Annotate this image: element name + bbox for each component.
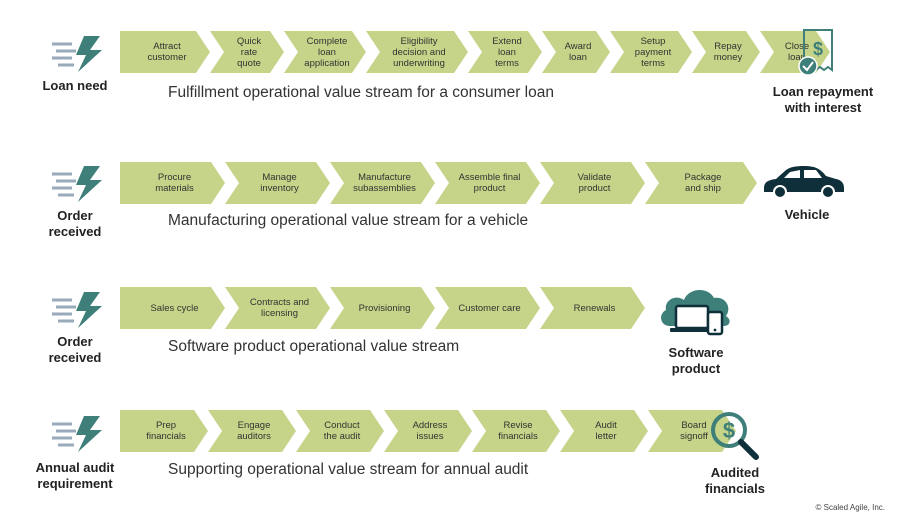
outcome-label: Audited financials [705,465,765,496]
process-step: Assemble final product [435,162,540,204]
process-step: Setup payment terms [610,31,692,73]
lightning-trigger-icon [52,166,102,202]
trigger-label: Loan need [42,78,108,93]
process-step-label: Sales cycle [150,302,199,314]
process-step: Manage inventory [225,162,330,204]
process-steps: Attract customer Quick rate quote Complete… [120,31,830,73]
process-step-label: Complete loan application [304,35,350,69]
process-step-label: Award loan [564,41,592,63]
process-step: Quick rate quote [210,31,284,73]
process-step: Address issues [384,410,472,452]
process-steps: Prep financials Engage auditors Conduct th… [120,410,736,452]
svg-text:$: $ [813,39,823,59]
process-step: Award loan [542,31,610,73]
stream-title: Supporting operational value stream for … [168,461,529,478]
stream-title: Software product operational value strea… [168,338,460,355]
process-step-label: Provisioning [358,302,411,314]
process-step: Repay money [692,31,760,73]
process-step: Extend loan terms [468,31,542,73]
process-step-label: Contracts and licensing [249,297,310,319]
process-step: Package and ship [645,162,757,204]
process-step-label: Revise financials [498,420,538,442]
lightning-trigger-icon [52,416,102,452]
process-step-label: Procure materials [155,172,194,194]
process-step: Contracts and licensing [225,287,330,329]
svg-text:$: $ [723,418,735,443]
process-steps: Procure materials Manage inventory Manufac… [120,162,757,204]
lightning-trigger-icon [52,292,102,328]
trigger-label: Order received [48,334,102,365]
outcome-label: Loan repayment with interest [772,84,874,115]
process-step-label: Close loan [784,41,810,63]
process-step-label: Prep financials [146,420,186,442]
process-step: Provisioning [330,287,435,329]
process-step-label: Eligibility decision and underwriting [392,35,446,69]
process-step: Complete loan application [284,31,366,73]
car-icon [764,166,844,199]
stream-title: Manufacturing operational value stream f… [168,212,529,229]
trigger-label: Order received [48,208,102,239]
outcome-label: Vehicle [784,207,830,222]
process-step-label: Package and ship [684,172,722,194]
copyright-notice: © Scaled Agile, Inc. [815,503,886,512]
process-step: Conduct the audit [296,410,384,452]
process-step: Eligibility decision and underwriting [366,31,468,73]
process-steps: Sales cycle Contracts and licensing Provis… [120,287,645,329]
process-step: Renewals [540,287,645,329]
process-step-label: Audit letter [595,420,617,442]
process-step-label: Engage auditors [237,420,271,442]
process-step: Prep financials [120,410,208,452]
process-step-label: Board signoff [680,420,708,442]
process-step: Validate product [540,162,645,204]
invoice-check-icon: $ [798,29,833,76]
cloud-devices-icon [661,289,730,336]
process-step-label: Renewals [573,302,616,314]
process-step: Engage auditors [208,410,296,452]
process-step-label: Manufacture subassemblies [353,172,416,194]
process-step-label: Repay money [713,41,743,63]
process-step-label: Setup payment terms [634,35,672,69]
process-step-label: Validate product [577,172,612,194]
outcome-label: Software product [668,345,724,376]
process-step-label: Assemble final product [458,172,521,194]
process-step: Customer care [435,287,540,329]
process-step: Attract customer [120,31,210,73]
process-step-label: Address issues [412,420,448,442]
stream-title: Fulfillment operational value stream for… [168,84,554,101]
process-step: Procure materials [120,162,225,204]
lightning-trigger-icon [52,36,102,72]
process-step: Sales cycle [120,287,225,329]
process-step: Audit letter [560,410,648,452]
process-step: Revise financials [472,410,560,452]
process-step-label: Quick rate quote [236,35,262,69]
process-step-label: Manage inventory [260,172,299,194]
process-step: Manufacture subassemblies [330,162,435,204]
magnifier-dollar-icon: $ [711,412,759,460]
process-step-label: Extend loan terms [492,35,522,69]
process-step-label: Conduct the audit [323,420,361,442]
trigger-label: Annual audit requirement [35,460,115,491]
process-step-label: Attract customer [147,41,187,63]
process-step-label: Customer care [458,302,521,314]
